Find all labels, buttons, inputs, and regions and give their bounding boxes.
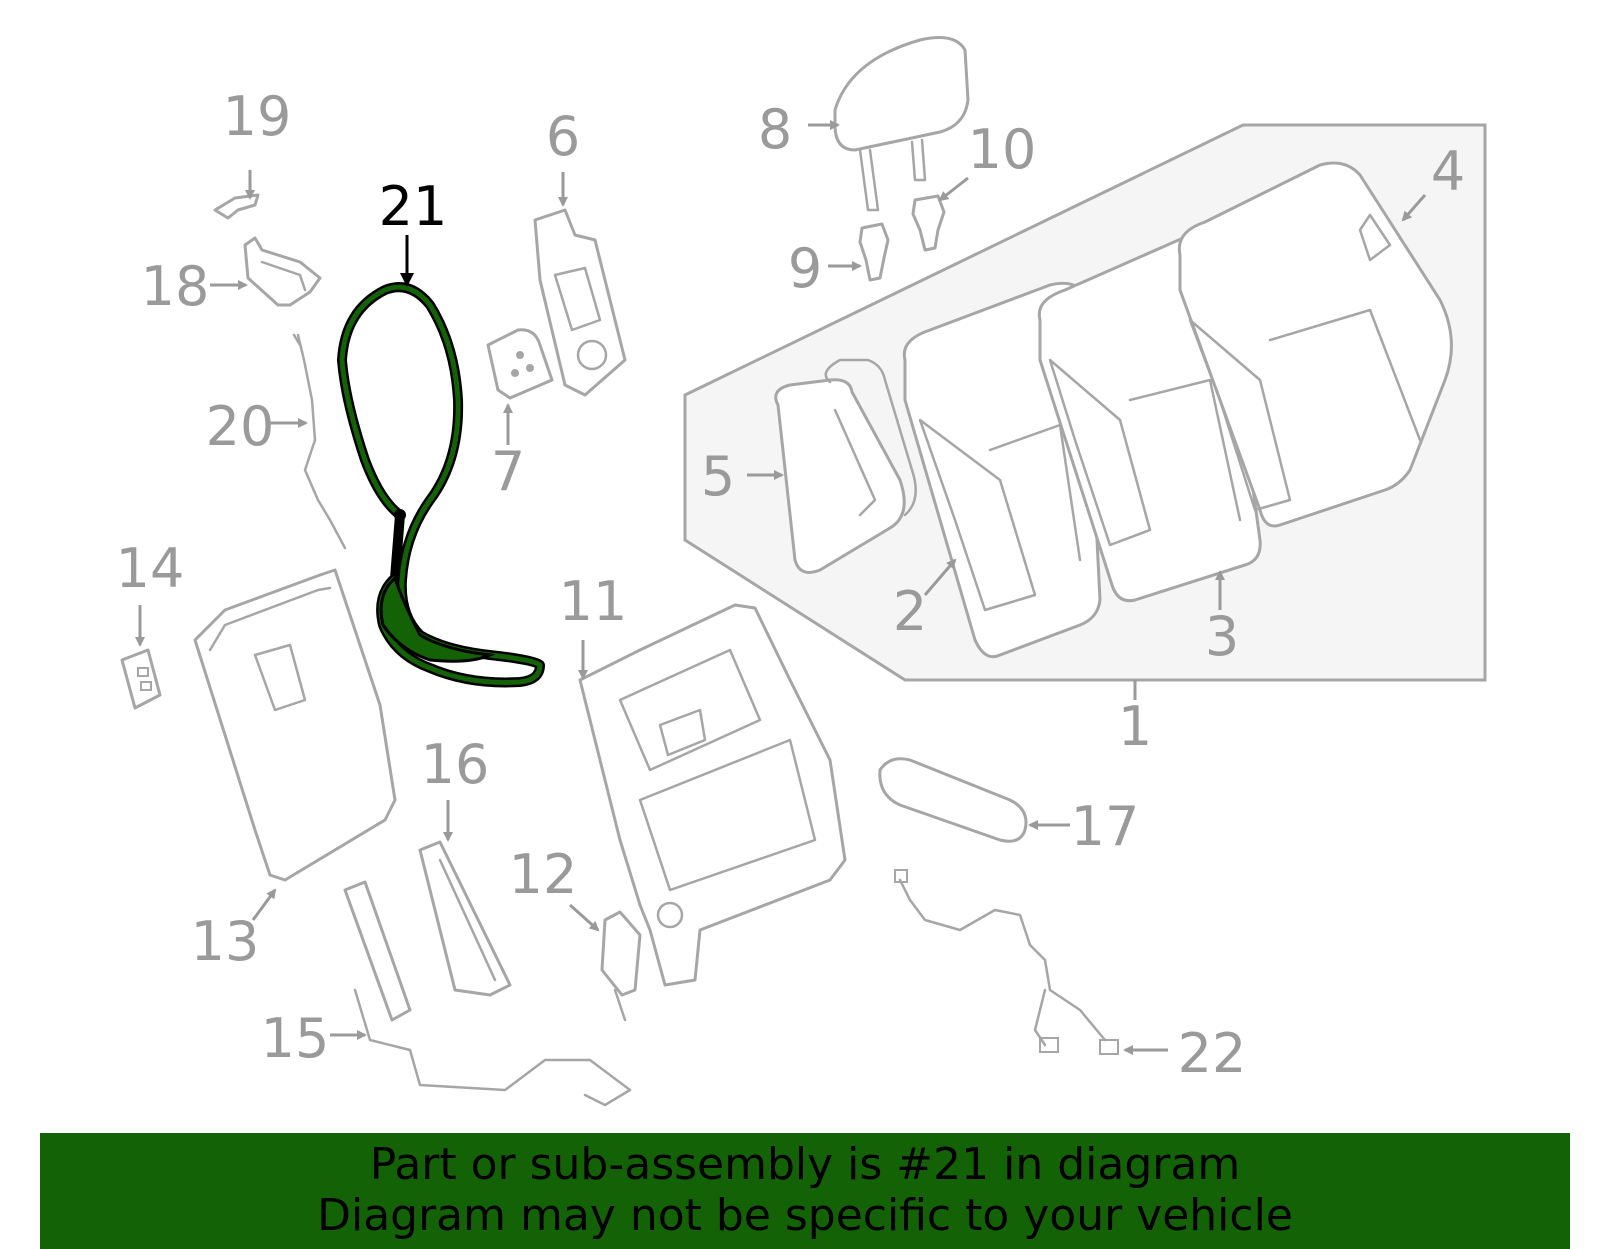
callout-1: 1: [1118, 695, 1152, 758]
callout-16: 16: [421, 733, 490, 796]
leader-2: [923, 558, 957, 596]
part-15-trim[interactable]: [343, 880, 632, 1107]
callout-18: 18: [141, 255, 210, 318]
part-4-seat-back[interactable]: [1177, 161, 1453, 528]
part-12-latch[interactable]: [600, 910, 642, 1022]
callout-13: 13: [191, 910, 260, 973]
leader-12: [569, 903, 600, 932]
part-5-cushion[interactable]: [774, 358, 917, 574]
part-11-frame[interactable]: [578, 603, 847, 987]
leader-10: [938, 176, 969, 202]
callout-22: 22: [1178, 1022, 1247, 1085]
part-22-harness[interactable]: [894, 869, 1119, 1055]
callout-3: 3: [1205, 605, 1239, 668]
callout-9: 9: [788, 237, 822, 300]
part-17-armrest[interactable]: [878, 757, 1028, 843]
leader-lines: [135, 120, 1427, 1055]
callout-17: 17: [1071, 795, 1140, 858]
part-18-latch-cover[interactable]: [243, 236, 322, 307]
part-16-trim[interactable]: [418, 840, 512, 997]
part-6-trim-panel[interactable]: [533, 208, 627, 397]
callout-19: 19: [223, 85, 292, 148]
callout-21: 21: [379, 175, 448, 238]
callout-14: 14: [116, 537, 185, 600]
callout-6: 6: [546, 105, 580, 168]
callout-8: 8: [758, 98, 792, 161]
callout-10: 10: [968, 118, 1037, 181]
part-7-cover[interactable]: [486, 328, 554, 400]
callout-4: 4: [1431, 140, 1465, 203]
callout-15: 15: [261, 1007, 330, 1070]
part-9-guide[interactable]: [858, 222, 890, 282]
callout-labels: 1 2 3 4 5 6 7 8 9 10 11 12 13 14 15 16 1…: [116, 85, 1466, 1085]
banner-line-1: Part or sub-assembly is #21 in diagram: [369, 1139, 1241, 1190]
part-20-cable[interactable]: [292, 333, 347, 550]
callout-2: 2: [893, 580, 927, 643]
part-21-cable[interactable]: [337, 282, 545, 688]
banner-line-2: Diagram may not be specific to your vehi…: [317, 1190, 1293, 1241]
part-8-headrest[interactable]: [833, 36, 970, 212]
part-19-clip[interactable]: [213, 193, 260, 220]
callout-20: 20: [206, 395, 275, 458]
part-14-switch[interactable]: [120, 648, 162, 710]
callout-11: 11: [559, 570, 628, 633]
leader-4: [1401, 194, 1427, 222]
info-banner: Part or sub-assembly is #21 in diagram D…: [40, 1133, 1570, 1249]
part-10-guide[interactable]: [911, 194, 946, 252]
part-13-back-panel[interactable]: [193, 568, 397, 882]
callout-5: 5: [701, 445, 735, 508]
callout-12: 12: [509, 843, 578, 906]
callout-7: 7: [491, 440, 525, 503]
leader-13: [251, 888, 277, 921]
